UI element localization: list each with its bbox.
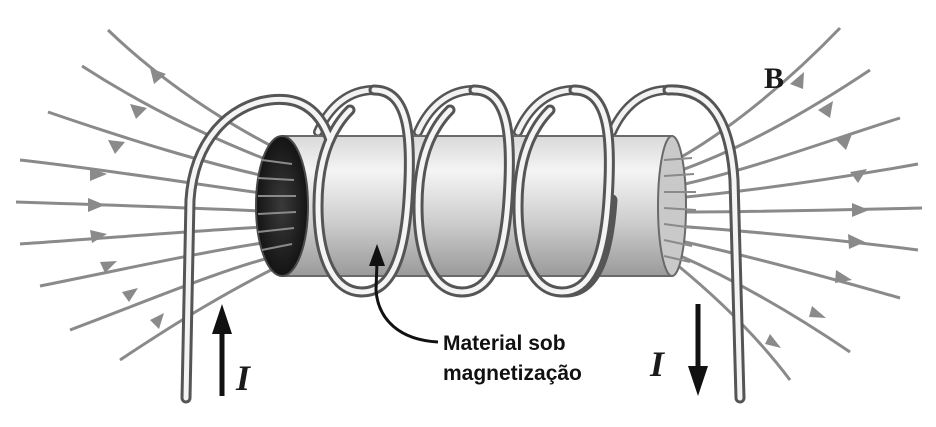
current-label-right: I — [649, 344, 666, 384]
field-arrow — [100, 261, 117, 273]
field-line — [47, 110, 284, 182]
field-line — [19, 158, 284, 198]
field-line — [19, 224, 284, 246]
field-arrow — [150, 68, 166, 84]
field-line — [15, 200, 284, 214]
face-field-ticks — [257, 159, 297, 251]
field-arrow — [790, 72, 804, 89]
field-line — [675, 68, 871, 174]
field-arrow — [88, 198, 105, 212]
field-arrow — [122, 288, 138, 302]
coil-front-inner — [183, 87, 743, 401]
field-arrow — [150, 313, 164, 329]
core-left-face — [255, 135, 309, 277]
current-arrow-up — [212, 304, 232, 396]
field-arrow — [818, 101, 833, 118]
field-line — [39, 238, 284, 288]
field-lines-right — [675, 26, 923, 381]
field-line — [675, 162, 919, 200]
field-arrow — [835, 270, 852, 283]
current-arrow-down — [688, 304, 708, 396]
material-pointer — [369, 244, 439, 344]
field-arrow — [809, 306, 826, 318]
material-label-line1: Material sob — [443, 332, 566, 355]
field-line — [675, 206, 923, 214]
field-line — [675, 238, 901, 300]
field-label: B — [764, 62, 784, 95]
coil-back-inner — [315, 87, 671, 135]
field-arrow — [130, 104, 147, 119]
field-lines-left — [15, 28, 284, 362]
field-arrow — [765, 334, 781, 348]
right-end-field-ticks — [663, 157, 697, 263]
field-line — [675, 252, 851, 354]
field-arrows-left — [88, 68, 166, 329]
field-arrow — [850, 169, 867, 183]
field-line — [106, 28, 284, 154]
core-right-end — [657, 135, 687, 277]
field-arrow — [108, 140, 125, 154]
field-arrow — [848, 234, 865, 249]
material-label-line2: magnetização — [443, 362, 582, 385]
field-line — [675, 224, 919, 252]
field-arrow — [852, 203, 869, 217]
field-arrow — [836, 134, 852, 150]
field-line — [119, 262, 284, 362]
field-line — [675, 116, 901, 188]
current-label-left: I — [235, 358, 252, 398]
field-line — [675, 26, 842, 162]
field-arrow — [90, 230, 107, 243]
field-line — [81, 64, 284, 168]
field-arrow — [90, 168, 107, 181]
field-arrows-right — [765, 72, 869, 348]
